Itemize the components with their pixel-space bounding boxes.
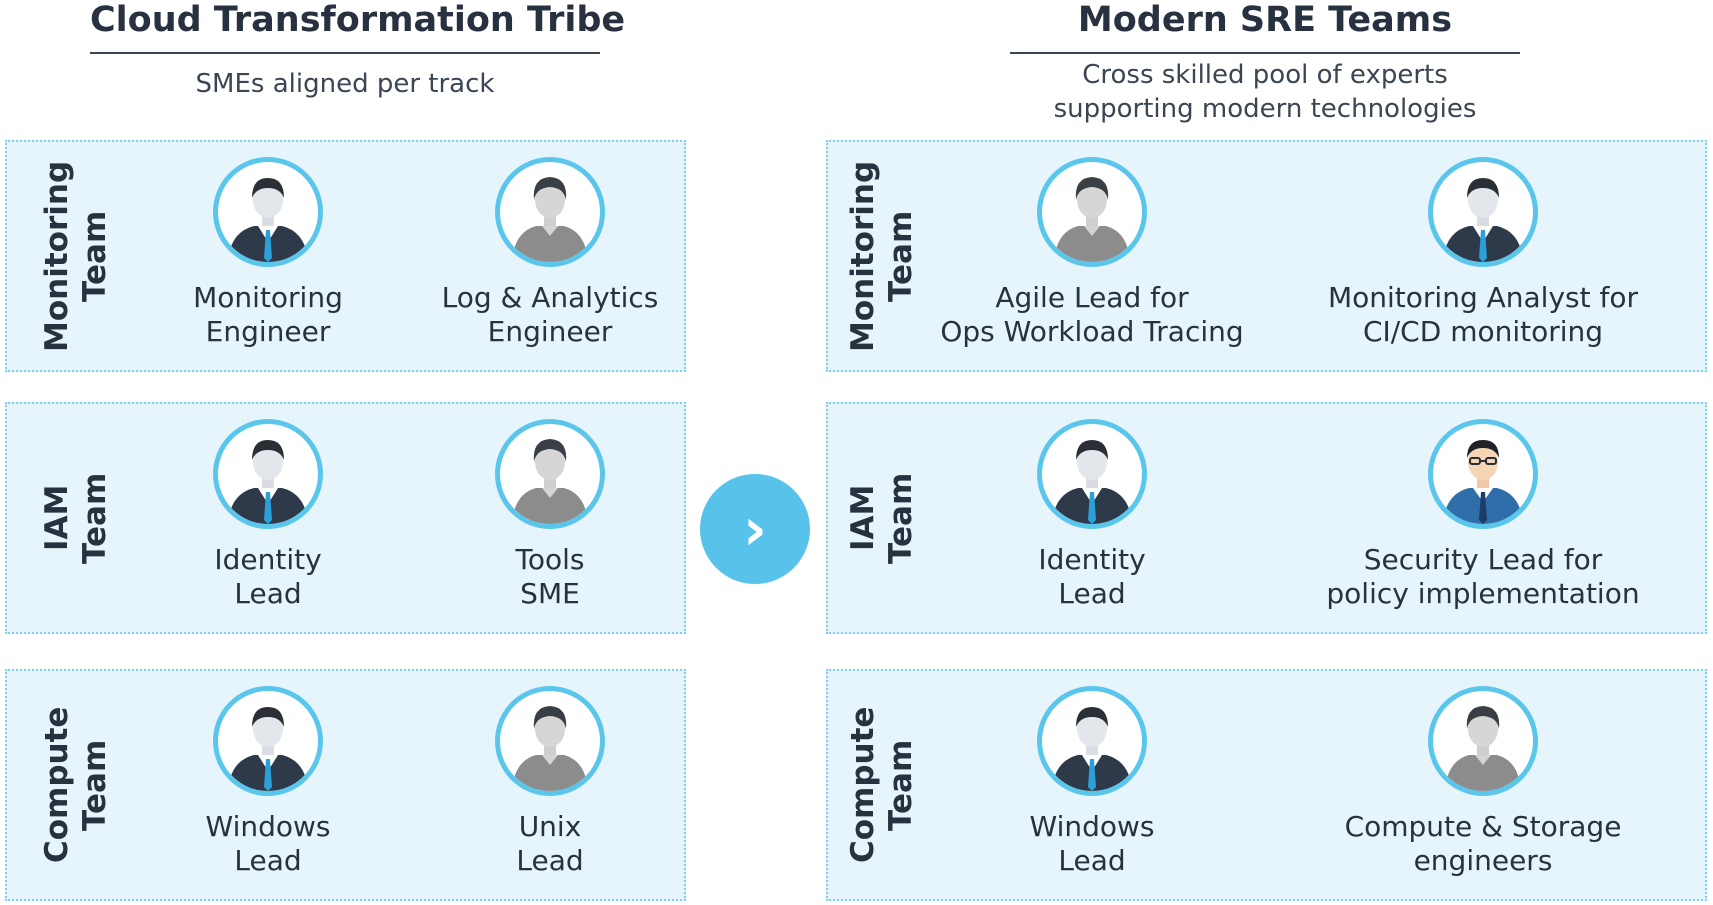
role-card: Security Lead for policy implementation [1323, 419, 1643, 611]
role-name: Monitoring Analyst for CI/CD monitoring [1327, 281, 1638, 348]
role-card: Monitoring Analyst for CI/CD monitoring [1323, 157, 1643, 349]
role-name: Agile Lead for Ops Workload Tracing [940, 281, 1244, 348]
role-name: Identity Lead [214, 543, 322, 610]
role-name: Log & Analytics Engineer [441, 281, 659, 348]
casual-person-icon [495, 686, 605, 796]
casual-person-icon [1428, 686, 1538, 796]
left-column-subtitle: SMEs aligned per track [195, 69, 495, 99]
role-card: Unix Lead [390, 686, 710, 878]
role-card: Tools SME [390, 419, 710, 611]
team-label: IAM Team [39, 472, 113, 564]
right-title-divider [1010, 52, 1520, 54]
role-name: Identity Lead [1038, 543, 1146, 610]
role-name: Monitoring Engineer [193, 281, 343, 348]
suit-person-icon [213, 157, 323, 267]
team-label: Compute Team [845, 706, 919, 864]
right-team-panel [826, 402, 1707, 634]
role-name: Compute & Storage engineers [1344, 810, 1622, 877]
suit-person-icon [1037, 686, 1147, 796]
role-name: Unix Lead [516, 810, 584, 877]
left-column-title: Cloud Transformation Tribe [90, 0, 626, 40]
suit-person-icon [213, 686, 323, 796]
casual-person-icon [495, 157, 605, 267]
role-card: Log & Analytics Engineer [390, 157, 710, 349]
chevron-right-icon: › [743, 495, 767, 563]
role-card: Windows Lead [932, 686, 1252, 878]
team-label: IAM Team [845, 472, 919, 564]
casual-person-icon [495, 419, 605, 529]
role-card: Agile Lead for Ops Workload Tracing [932, 157, 1252, 349]
suit-person-icon [1428, 157, 1538, 267]
role-card: Monitoring Engineer [108, 157, 428, 349]
right-column-title: Modern SRE Teams [1077, 0, 1453, 40]
role-card: Identity Lead [932, 419, 1252, 611]
right-team-panel [826, 140, 1707, 372]
role-name: Tools SME [515, 543, 585, 610]
transition-arrow-button[interactable]: › [700, 474, 810, 584]
team-label: Monitoring Team [845, 160, 919, 352]
role-name: Windows Lead [205, 810, 331, 877]
role-card: Compute & Storage engineers [1323, 686, 1643, 878]
casual-person-icon [1037, 157, 1147, 267]
role-name: Windows Lead [1029, 810, 1155, 877]
team-label: Monitoring Team [39, 160, 113, 352]
team-label: Compute Team [39, 706, 113, 864]
security-person-icon [1428, 419, 1538, 529]
role-card: Identity Lead [108, 419, 428, 611]
role-card: Windows Lead [108, 686, 428, 878]
suit-person-icon [1037, 419, 1147, 529]
suit-person-icon [213, 419, 323, 529]
role-name: Security Lead for policy implementation [1326, 543, 1640, 610]
left-title-divider [90, 52, 600, 54]
right-column-subtitle: Cross skilled pool of experts supporting… [1053, 60, 1477, 124]
right-team-panel [826, 669, 1707, 901]
